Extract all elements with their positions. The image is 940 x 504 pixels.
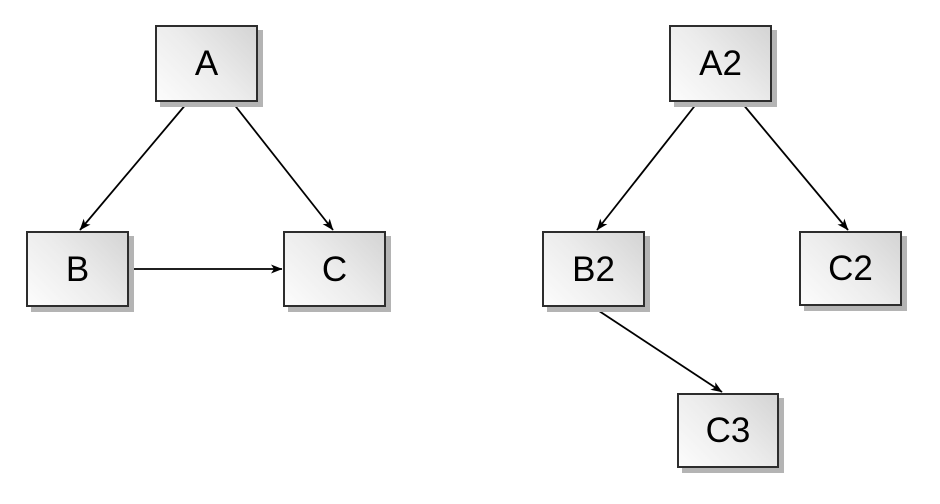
node-label-b: B bbox=[65, 249, 90, 289]
node-label-a: A bbox=[194, 44, 219, 83]
edge-a-c bbox=[232, 102, 334, 231]
edge-b2-c3 bbox=[592, 306, 723, 393]
node-c3[interactable]: C3 bbox=[677, 393, 779, 468]
node-b2[interactable]: B2 bbox=[542, 231, 645, 307]
node-label-c3: C3 bbox=[705, 411, 751, 450]
node-label-a2: A2 bbox=[699, 44, 742, 83]
node-a2[interactable]: A2 bbox=[669, 25, 772, 102]
node-label-c2: C2 bbox=[828, 249, 873, 288]
node-label-c: C bbox=[321, 249, 348, 289]
node-c[interactable]: C bbox=[283, 231, 386, 307]
edge-a-b bbox=[79, 102, 188, 231]
node-c2[interactable]: C2 bbox=[799, 231, 902, 306]
edge-a2-c2 bbox=[741, 102, 849, 231]
node-b[interactable]: B bbox=[26, 231, 129, 307]
edge-a2-b2 bbox=[596, 102, 698, 231]
node-a[interactable]: A bbox=[155, 25, 258, 102]
node-label-b2: B2 bbox=[572, 249, 615, 289]
